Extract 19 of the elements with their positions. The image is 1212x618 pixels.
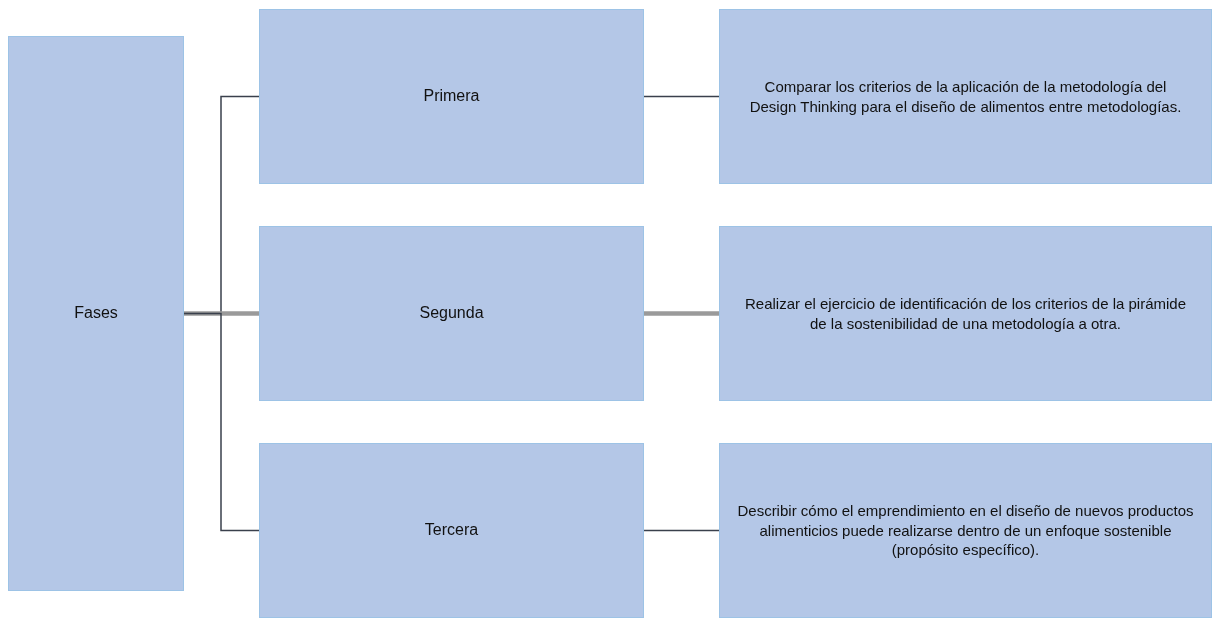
process-box [8, 36, 184, 591]
box-text: Segunda [419, 303, 484, 324]
process-box [719, 443, 1212, 618]
connector-line [643, 529, 720, 532]
process-box [719, 226, 1212, 401]
connector-line [184, 311, 259, 316]
box-text: Realizar el ejercicio de identificación de los criterios de la pirámide de la sostenibilidad de una metodología a otra. [744, 294, 1187, 333]
connector-line [644, 311, 719, 316]
connector-line [183, 312, 260, 532]
process-box [259, 226, 644, 401]
box-text: Tercera [424, 520, 479, 541]
box-text: Fases [74, 303, 118, 324]
box-text: Comparar los criterios de la aplicación de la metodología del Design Thinking para el diseño de alimentos entre metodologías. [748, 77, 1183, 116]
box-text: Primera [423, 86, 480, 107]
process-box [259, 443, 644, 618]
process-box [259, 9, 644, 184]
box-text: Describir cómo el emprendimiento en el diseño de nuevos productos alimenticios puede realizarse dentro de un enfoque sostenible (propósito específico). [736, 501, 1195, 560]
connector-line [643, 95, 720, 98]
process-box [719, 9, 1212, 184]
